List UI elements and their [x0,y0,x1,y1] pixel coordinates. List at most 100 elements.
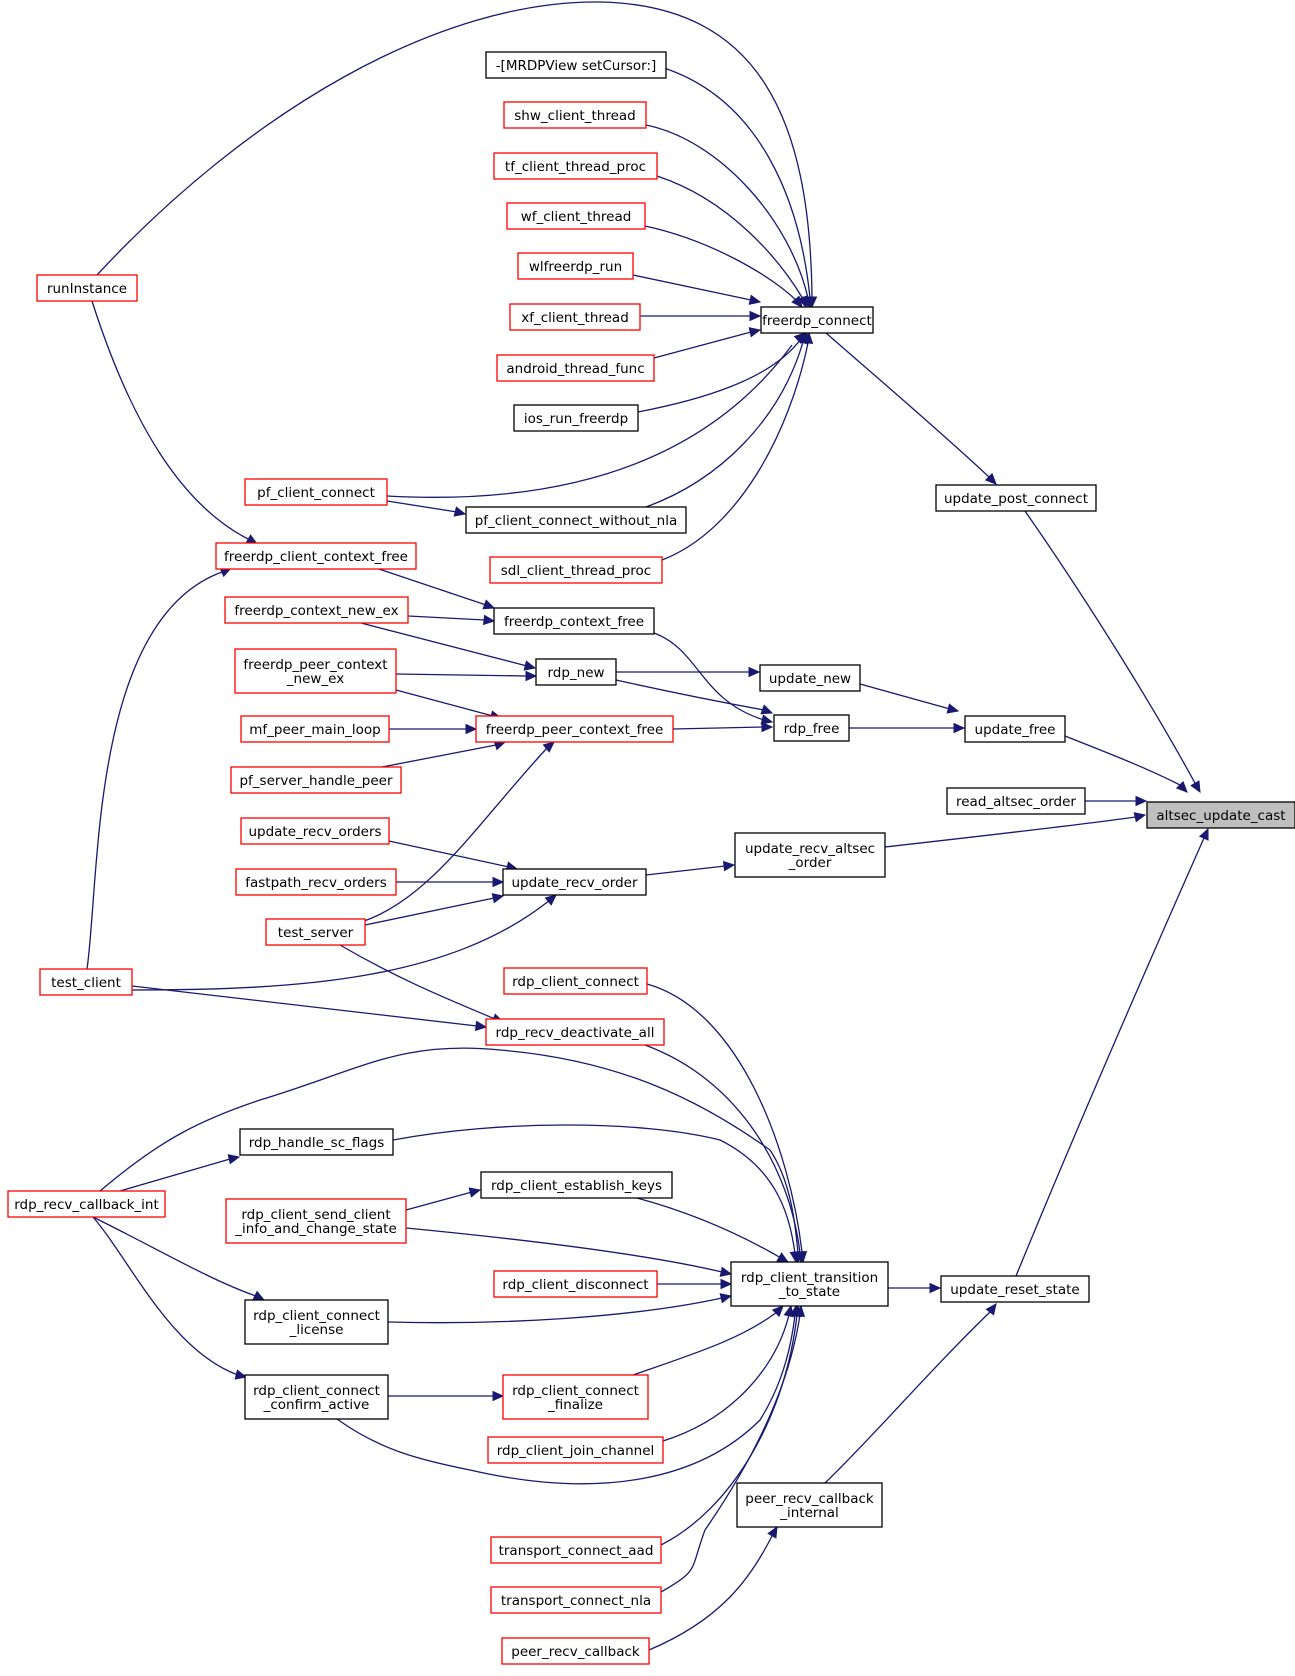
edge-line [637,339,801,413]
arrowhead [748,666,761,678]
node-label: update_free [975,722,1056,738]
node-label: rdp_client_connect [512,974,639,990]
node-box [224,596,409,624]
node-freerdp-connect[interactable]: freerdp_connect [760,306,874,334]
node-label: sdl_client_thread_proc [501,563,651,579]
node-rdp-client-connect[interactable]: rdp_client_connect [503,967,648,995]
node-update-recv-order[interactable]: update_recv_order [502,868,647,896]
node-rdp-recv-callback-int[interactable]: rdp_recv_callback_int [7,1190,166,1218]
arrowhead [542,741,555,753]
node-box [759,664,861,692]
node-freerdp-context-free[interactable]: freerdp_context_free [493,607,655,635]
node-peer-recv-callback-internal[interactable]: peer_recv_callback_internal [736,1482,883,1528]
node-pf-server-handle-peer[interactable]: pf_server_handle_peer [230,766,402,794]
node-label: _new_ex [286,671,344,687]
node-mrdpview[interactable]: -[MRDPView setCursor:] [485,51,667,79]
node-update-reset-state[interactable]: update_reset_state [940,1275,1090,1303]
node-rdp-client-connect-license[interactable]: rdp_client_connect_license [244,1299,389,1345]
arrowhead [492,876,505,888]
node-box [244,478,388,506]
node-update-recv-orders[interactable]: update_recv_orders [240,817,390,845]
node-pf-client-connect[interactable]: pf_client_connect [244,478,388,506]
edge-pf_client_connect_without_nla-to-freerdp_connect [645,331,808,508]
node-label: freerdp_client_context_free [224,549,408,565]
node-runInstance[interactable]: runInstance [36,274,138,302]
node-update-new[interactable]: update_new [759,664,861,692]
node-label: rdp_client_connect [253,1308,380,1324]
edge-line [660,1314,801,1593]
node-test-client[interactable]: test_client [39,968,133,996]
node-tf-client-thread-proc[interactable]: tf_client_thread_proc [493,152,658,180]
node-xf-client-thread[interactable]: xf_client_thread [509,303,641,331]
node-update-free[interactable]: update_free [964,715,1066,743]
node-rdp-free[interactable]: rdp_free [773,714,850,742]
edge-rdp_recv_callback_int-to-rdp_client_connect_confirm_active [92,1216,248,1380]
node-peer-recv-callback[interactable]: peer_recv_callback [501,1637,650,1665]
edge-wf_client_thread-to-freerdp_connect [644,225,803,308]
node-box [730,1261,889,1307]
node-label: rdp_client_transition [741,1270,878,1286]
node-label: test_server [278,925,354,941]
node-rdp-client-disconnect[interactable]: rdp_client_disconnect [493,1270,658,1298]
node-box [493,1270,658,1298]
arrowhead [468,1187,482,1198]
node-rdp-client-establish-keys[interactable]: rdp_client_establish_keys [480,1171,673,1199]
node-label: test_client [51,975,121,991]
node-rdp-recv-deactivate-all[interactable]: rdp_recv_deactivate_all [485,1018,665,1046]
edge-rdp_client_connect_finalize-to-rdp_client_transition_to_state [632,1305,784,1376]
node-box [39,968,133,996]
edge-test_server-to-freerdp_peer_context_free [360,741,555,923]
node-label: mf_peer_main_loop [249,722,380,738]
arrowhead [985,1303,997,1316]
node-rdp-client-send-client-info[interactable]: rdp_client_send_client_info_and_change_s… [225,1198,407,1244]
node-box [535,658,617,686]
node-update-post-connect[interactable]: update_post_connect [935,484,1097,512]
node-transport-connect-nla[interactable]: transport_connect_nla [490,1586,662,1614]
node-freerdp-client-context-free[interactable]: freerdp_client_context_free [215,542,417,570]
node-android-thread-func[interactable]: android_thread_func [496,354,655,382]
edge-line [131,985,478,1027]
edge-line [636,1197,782,1259]
node-box [490,1586,662,1614]
node-label: wlfreerdp_run [529,259,622,275]
arrowhead [1175,780,1188,793]
node-freerdp-context-new-ex[interactable]: freerdp_context_new_ex [224,596,409,624]
node-ios-run-freerdp[interactable]: ios_run_freerdp [513,404,639,432]
arrowhead [523,660,537,671]
node-pf-client-connect-without-nla[interactable]: pf_client_connect_without_nla [465,506,687,534]
edge-line [386,500,458,513]
edge-line [884,816,1137,848]
arrowhead [1135,795,1148,807]
node-rdp-client-transition-to-state[interactable]: rdp_client_transition_to_state [730,1261,889,1307]
node-label: update_recv_altsec [745,841,875,857]
node-update-recv-altsec-order[interactable]: update_recv_altsec_order [734,832,886,878]
node-box [496,354,655,382]
node-rdp-new[interactable]: rdp_new [535,658,617,686]
node-freerdp-peer-context-new-ex[interactable]: freerdp_peer_context_new_ex [234,648,397,694]
edge-rdp_client_disconnect-to-rdp_client_transition_to_state [657,1278,733,1290]
node-label: freerdp_context_free [504,614,644,630]
node-wlfreerdp-run[interactable]: wlfreerdp_run [517,252,634,280]
node-rdp-client-join-channel[interactable]: rdp_client_join_channel [487,1436,664,1464]
node-transport-connect-aad[interactable]: transport_connect_aad [490,1536,662,1564]
node-mf-peer-main-loop[interactable]: mf_peer_main_loop [240,715,390,743]
node-rdp-handle-sc-flags[interactable]: rdp_handle_sc_flags [239,1128,394,1156]
node-label: android_thread_func [506,361,644,377]
node-fastpath-recv-orders[interactable]: fastpath_recv_orders [235,868,397,896]
node-wf-client-thread[interactable]: wf_client_thread [506,202,646,230]
edge-line [395,673,528,677]
edge-line [1024,510,1197,786]
edge-rdp_client_transition_to_state-to-update_reset_state [888,1282,942,1294]
node-test-server[interactable]: test_server [265,918,366,946]
node-label: peer_recv_callback [745,1491,874,1507]
arrowhead [748,327,762,338]
edge-line [96,1,813,298]
node-sdl-client-thread-proc[interactable]: sdl_client_thread_proc [489,556,663,584]
node-read-altsec-order[interactable]: read_altsec_order [946,787,1086,815]
node-freerdp-peer-context-free[interactable]: freerdp_peer_context_free [475,715,674,743]
node-box [503,967,648,995]
node-rdp-client-connect-finalize[interactable]: rdp_client_connect_finalize [502,1374,649,1420]
arrowhead [929,1282,942,1294]
node-shw-client-thread[interactable]: shw_client_thread [503,101,647,129]
node-rdp-client-connect-confirm-active[interactable]: rdp_client_connect_confirm_active [244,1374,389,1420]
